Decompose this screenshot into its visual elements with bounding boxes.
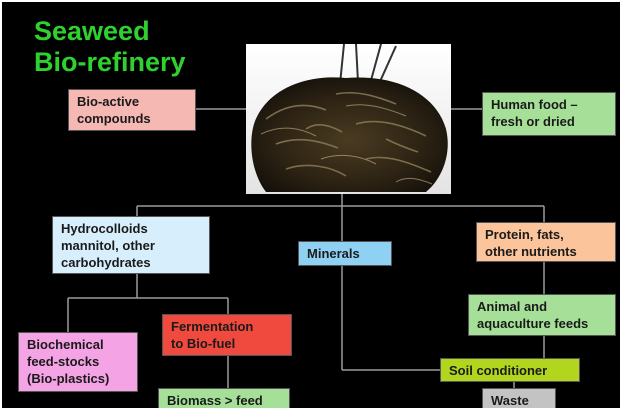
node-fermentation: Fermentation to Bio-fuel bbox=[162, 314, 292, 356]
title-line-2: Bio-refinery bbox=[34, 47, 186, 78]
node-biochemical-feedstocks: Biochemical feed-stocks (Bio-plastics) bbox=[18, 332, 138, 392]
node-soil-conditioner: Soil conditioner bbox=[440, 358, 580, 382]
title-line-1: Seaweed bbox=[34, 16, 186, 47]
diagram-title: Seaweed Bio-refinery bbox=[34, 16, 186, 78]
node-biomass-feed: Biomass > feed bbox=[158, 388, 290, 408]
node-protein-fats: Protein, fats, other nutrients bbox=[476, 222, 616, 262]
node-bioactive-compounds: Bio-active compounds bbox=[68, 89, 196, 131]
seaweed-photo bbox=[246, 44, 451, 194]
node-animal-aquaculture-feeds: Animal and aquaculture feeds bbox=[468, 294, 616, 336]
node-human-food: Human food – fresh or dried bbox=[482, 92, 616, 136]
node-hydrocolloids: Hydrocolloids mannitol, other carbohydra… bbox=[52, 216, 210, 274]
node-waste: Waste bbox=[482, 388, 556, 408]
node-minerals: Minerals bbox=[298, 241, 392, 266]
